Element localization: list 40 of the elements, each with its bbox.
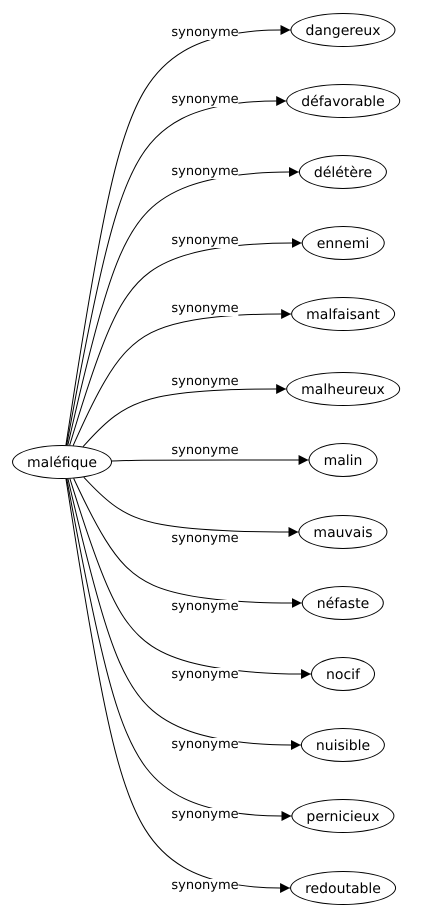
arrow xyxy=(65,478,291,893)
synonym-ellipse: pernicieux xyxy=(291,799,395,833)
edge-label: synonyme xyxy=(171,738,239,752)
synonym-ellipse: nocif xyxy=(311,657,375,691)
edge-label: synonyme xyxy=(171,878,239,893)
synonym-ellipse: malin xyxy=(308,443,378,477)
arrow xyxy=(69,238,302,446)
edge-label: synonyme xyxy=(171,26,239,40)
arrow xyxy=(67,167,300,446)
synonym-ellipse: délétère xyxy=(298,155,388,189)
source-ellipse: maléfique xyxy=(12,445,112,479)
edge-label: synonyme xyxy=(171,375,239,390)
synonym-ellipse: malfaisant xyxy=(291,297,395,331)
edge-label: synonyme xyxy=(171,808,239,822)
edge-label: synonyme xyxy=(171,234,239,248)
arrow xyxy=(69,478,312,679)
edge-label: synonyme xyxy=(171,164,239,179)
arrow xyxy=(111,455,310,465)
edge-label: synonyme xyxy=(171,668,239,682)
synonym-ellipse: nuisible xyxy=(300,728,386,762)
edge-label: synonyme xyxy=(171,302,239,316)
arrow xyxy=(65,25,291,446)
arrow xyxy=(73,478,302,608)
edge-label: synonyme xyxy=(171,600,239,614)
synonym-ellipse: néfaste xyxy=(302,586,384,620)
synonym-ellipse: ennemi xyxy=(302,226,384,260)
edge-label: synonyme xyxy=(171,532,239,546)
synonym-ellipse: mauvais xyxy=(298,515,388,549)
edge-label: synonyme xyxy=(171,93,239,108)
arrow xyxy=(66,478,292,821)
synonym-ellipse: dangereux xyxy=(290,13,396,47)
synonym-ellipse: redoutable xyxy=(290,871,396,905)
synonym-ellipse: malheureux xyxy=(286,372,400,406)
edge-label: synonyme xyxy=(171,444,239,458)
synonym-ellipse: défavorable xyxy=(286,84,400,118)
arrow xyxy=(83,476,299,537)
arrow xyxy=(67,478,302,750)
arrow xyxy=(72,309,292,446)
arrow xyxy=(66,96,287,446)
arrow xyxy=(82,384,287,448)
